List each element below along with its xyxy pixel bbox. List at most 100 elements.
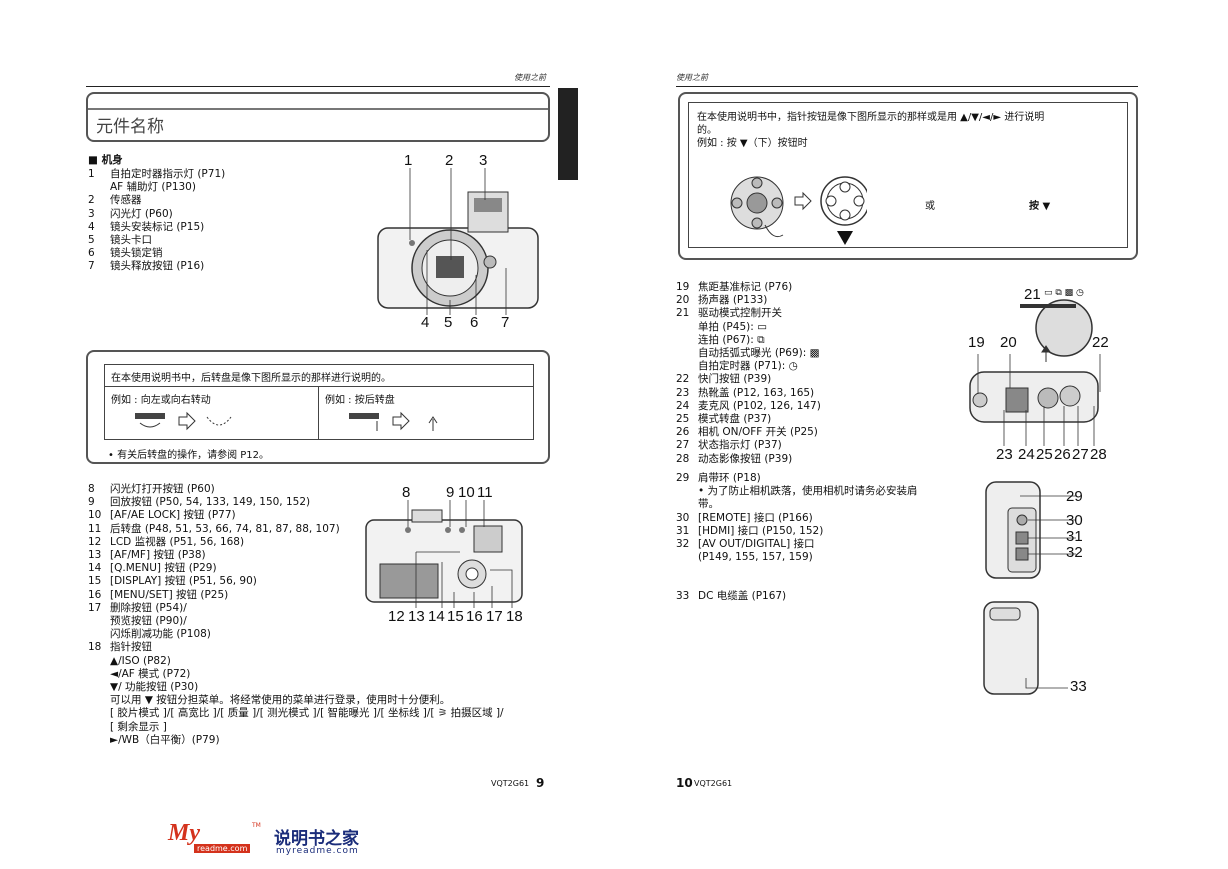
logo-cn: 说明书之家	[274, 829, 359, 849]
header-rule-left	[86, 86, 550, 87]
fig2-label: 13	[408, 608, 425, 625]
fig3-label: 26	[1054, 446, 1071, 463]
fig2-label: 9	[446, 484, 455, 501]
fig1-label: 7	[501, 314, 510, 331]
fig3-label: 25	[1036, 446, 1053, 463]
camera-front-figure: 1 2 3 4 5 6 7	[370, 150, 550, 335]
fig3-label: 20	[1000, 334, 1017, 351]
list-item: [ 剩余显示 ]	[110, 720, 167, 733]
camera-top-figure: 21 ▭ ⧉ ▩ ◷ 19 20 22 23 24 25 26 27 28	[966, 282, 1114, 464]
list-item: 闪烁削减功能 (P108)	[110, 628, 211, 641]
list-item: [ 胶片模式 ]/[ 高宽比 ]/[ 质量 ]/[ 测光模式 ]/[ 智能曝光 …	[110, 707, 504, 720]
dial-note-box: 在本使用说明书中，后转盘是像下图所显示的那样进行说明的。 例如 : 向左或向右转…	[86, 350, 550, 464]
list-item: 10[AF/AE LOCK] 按钮 (P77)	[88, 509, 236, 522]
list-item: 预览按钮 (P90)/	[110, 615, 187, 628]
dial-note-bullet: • 有关后转盘的操作，请参阅 P12。	[108, 450, 270, 461]
camera-side-drawing	[985, 481, 1076, 579]
fig4-label: 29	[1066, 488, 1083, 505]
list-item: 自拍定时器 (P71): ◷	[698, 360, 798, 373]
camera-back-figure: 8 9 10 11 12 13 14 15 16 17 18	[362, 482, 532, 627]
list-item: 32[AV OUT/DIGITAL] 接口	[676, 538, 815, 551]
list-item: 14[Q.MENU] 按钮 (P29)	[88, 562, 217, 575]
dial-note-table: 在本使用说明书中，后转盘是像下图所显示的那样进行说明的。 例如 : 向左或向右转…	[104, 364, 534, 440]
list-item: 自动括弧式曝光 (P69): ▩	[698, 347, 820, 360]
footer-right-code: VQT2G61	[694, 779, 733, 788]
list-item: • 为了防止相机跌落，使用相机时请务必安装肩	[698, 485, 918, 498]
fig3-label: 22	[1092, 334, 1109, 351]
cursor-note-inner: 在本使用说明书中，指针按钮是像下图所显示的那样或是用 ▲/▼/◄/► 进行说明 …	[688, 102, 1128, 248]
cursor-note-or: 或	[925, 201, 935, 212]
fig2-label: 12	[388, 608, 405, 625]
camera-side2-drawing	[983, 601, 1068, 695]
fig1-label: 1	[404, 152, 413, 169]
dial-example-press-label: 例如 : 按后转盘	[325, 395, 395, 406]
side-tab	[558, 88, 578, 180]
section-title: 元件名称	[96, 117, 164, 137]
footer-left-page: 9	[536, 776, 545, 790]
camera-front-drawing	[377, 168, 539, 315]
header-right: 使用之前	[676, 73, 708, 82]
footer-right-page: 10	[676, 776, 693, 790]
fig2-label: 14	[428, 608, 445, 625]
list-item: ►/WB（白平衡）(P79)	[110, 733, 220, 746]
dial-example-rotate-label: 例如 : 向左或向右转动	[111, 395, 211, 406]
cursor-note-line: 在本使用说明书中，指针按钮是像下图所显示的那样或是用 ▲/▼/◄/► 进行说明	[697, 112, 1045, 123]
cursor-button-icon	[730, 176, 867, 245]
list-item: 15[DISPLAY] 按钮 (P51, 56, 90)	[88, 575, 257, 588]
dial-example-press: 例如 : 按后转盘	[319, 387, 533, 439]
fig1-label: 6	[470, 314, 479, 331]
camera-back-drawing	[365, 500, 523, 608]
list-item: 可以用 ▼ 按钮分担菜单。将经常使用的菜单进行登录，使用时十分便利。	[110, 694, 451, 707]
fig4-label: 32	[1066, 544, 1083, 561]
fig2-label: 10	[458, 484, 475, 501]
fig2-label: 15	[447, 608, 464, 625]
fig2-label: 11	[477, 484, 493, 501]
list-item: 13[AF/MF] 按钮 (P38)	[88, 549, 206, 562]
camera-side2-figure: 33	[980, 596, 1090, 700]
fig2-label: 18	[506, 608, 523, 625]
fig2-label: 16	[466, 608, 483, 625]
fig3-label: 23	[996, 446, 1013, 463]
section-title-box: 元件名称	[86, 92, 550, 142]
site-logo[interactable]: My TM readme.com 说明书之家 myreadme.com	[168, 820, 378, 860]
logo-url: myreadme.com	[276, 846, 359, 856]
fig1-label: 2	[445, 152, 454, 169]
cursor-note-press: 按 ▼	[1029, 201, 1051, 212]
cursor-note-line: 例如 : 按 ▼（下）按钮时	[697, 138, 808, 149]
list-item: ▲/ISO (P82)	[110, 654, 171, 667]
logo-brand-sub: readme.com	[194, 844, 251, 853]
list-item: ▼/ 功能按钮 (P30)	[110, 681, 199, 694]
list-item: 30[REMOTE] 接口 (P166)	[676, 511, 813, 524]
fig2-label: 8	[402, 484, 411, 501]
cursor-note-box: 在本使用说明书中，指针按钮是像下图所显示的那样或是用 ▲/▼/◄/► 进行说明 …	[678, 92, 1138, 260]
title-top-band	[88, 94, 548, 110]
header-left: 使用之前	[514, 73, 546, 82]
list-item: AF 辅助灯 (P130)	[110, 181, 196, 194]
dial-note-intro: 在本使用说明书中，后转盘是像下图所显示的那样进行说明的。	[105, 365, 533, 387]
list-item: 16[MENU/SET] 按钮 (P25)	[88, 588, 229, 601]
logo-brand: My	[168, 820, 200, 846]
fig3-label: 28	[1090, 446, 1107, 463]
